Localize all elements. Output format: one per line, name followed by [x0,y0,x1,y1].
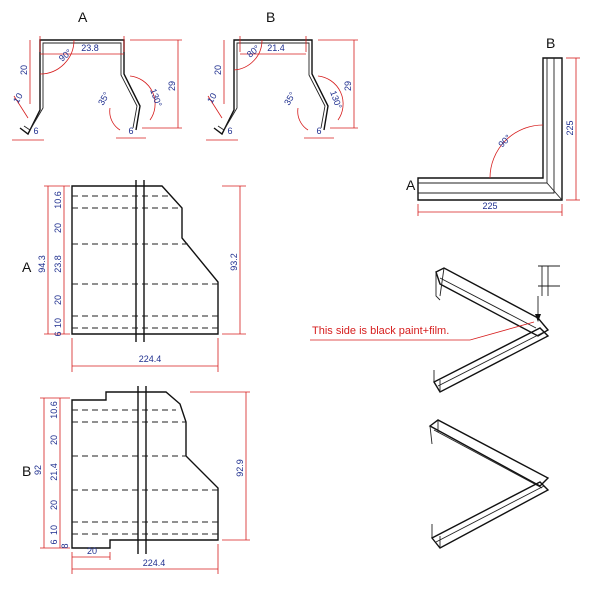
profile-a-angle-top: 90° [57,47,74,64]
profile-b-inner [217,42,326,131]
profile-b-lip-line [207,95,223,119]
corner-mitre [546,182,563,201]
iso2-arm-lower-edge [435,485,545,548]
corner-angle-arc [489,124,544,179]
flat-pattern-b: B 92 10.6 20 21.4 20 10 6 8 92.9 20 [22,386,250,574]
profile-a-angle-low: 35° [96,90,112,107]
profile-a: A 23.8 29 20 90° 10 6 6 35° 130° [11,9,182,141]
profile-b-angle-arc: 130° [328,89,344,110]
profile-b: B 21.4 29 20 80° 10 6 6 35° 130° [205,9,358,141]
flat-b-seg-3: 21.4 [49,463,59,481]
iso2-left-upright [429,425,433,538]
profile-a-big-arc [129,75,156,121]
flat-a-total-right: 93.2 [229,253,239,271]
corner-label-a: A [406,177,416,193]
profile-a-low-arc [109,107,121,131]
flat-b-seg-6: 6 [49,539,59,544]
profile-a-lip-line [13,95,29,119]
corner-inner-2 [418,58,555,194]
flat-b-small: 8 [60,543,70,548]
flat-b-bottom: 224.4 [143,558,166,568]
profile-b-angle-arc [233,39,263,71]
iso1-arm-lower-edge [437,331,545,392]
flat-a-outline [71,185,219,335]
corner-label-b: B [546,35,555,51]
isometric-view-2 [428,419,550,549]
profile-a-foot-right: 6 [128,126,133,136]
profile-b-angle-top: 80° [245,43,262,60]
flat-pattern-a: A 94.3 10.6 20 23.8 20 10 6 93.2 224.4 [22,180,246,372]
flat-b-total-right: 92.9 [235,459,245,477]
profile-a-side: 20 [19,65,29,75]
flat-a-label: A [22,259,32,275]
iso2-arm-upper [428,419,550,487]
flat-a-seg-1: 10.6 [53,191,63,209]
profile-b-label: B [266,9,275,25]
flat-b-label: B [22,463,31,479]
profile-b-width: 21.4 [267,43,285,53]
flat-b-seg-4: 20 [49,500,59,510]
flat-a-seg-5: 10 [53,318,63,328]
iso1-arm-lower [433,327,550,393]
flat-b-seg-5: 10 [49,525,59,535]
corner-angle: 90° [496,132,513,149]
profile-b-low-arc [297,107,309,131]
flat-b-tab: 20 [87,546,97,556]
flat-a-seg-3: 23.8 [53,255,63,273]
profile-b-big-arc [317,75,344,121]
flat-a-seg-6: 6 [53,331,63,336]
profile-b-foot-right: 6 [316,126,321,136]
iso2-arm-upper-edge [433,420,543,489]
flat-a-total-left: 94.3 [37,255,47,273]
flat-a-bottom: 224.4 [139,354,162,364]
corner-height: 225 [565,120,575,135]
profile-a-lip: 10 [11,91,25,105]
flat-b-total-left: 92 [33,465,43,475]
iso1-arm-upper-edge [439,267,537,329]
corner-outer [417,57,563,201]
profile-b-height: 29 [343,81,353,91]
profile-b-angle-low: 35° [282,90,298,107]
flat-a-seg-4: 20 [53,295,63,305]
iso1-left-upright [433,272,441,382]
corner-assembly: A B 90° 225 225 [406,35,580,216]
corner-width: 225 [482,201,497,211]
profile-a-angle-arc: 130° [148,87,164,108]
profile-a-label: A [78,9,88,25]
profile-b-lip: 10 [205,91,219,105]
profile-a-inner [23,42,138,131]
profile-a-angle-arc [39,39,75,75]
iso2-arm-lower [430,481,550,549]
note-leader [469,321,535,341]
iso1-leader-arrow [535,314,541,322]
profile-b-side: 20 [213,65,223,75]
flat-b-seg-1: 10.6 [49,401,59,419]
corner-inner-1 [418,58,548,184]
profile-a-foot-left: 6 [33,126,38,136]
flat-a-seg-2: 20 [53,223,63,233]
flat-b-seg-2: 20 [49,435,59,445]
note-text: This side is black paint+film. [312,325,449,337]
profile-b-foot-left: 6 [227,126,232,136]
profile-a-width: 23.8 [81,43,99,53]
isometric-view-1: This side is black paint+film. [310,265,560,393]
profile-a-height: 29 [167,81,177,91]
flat-b-outline [71,391,219,549]
